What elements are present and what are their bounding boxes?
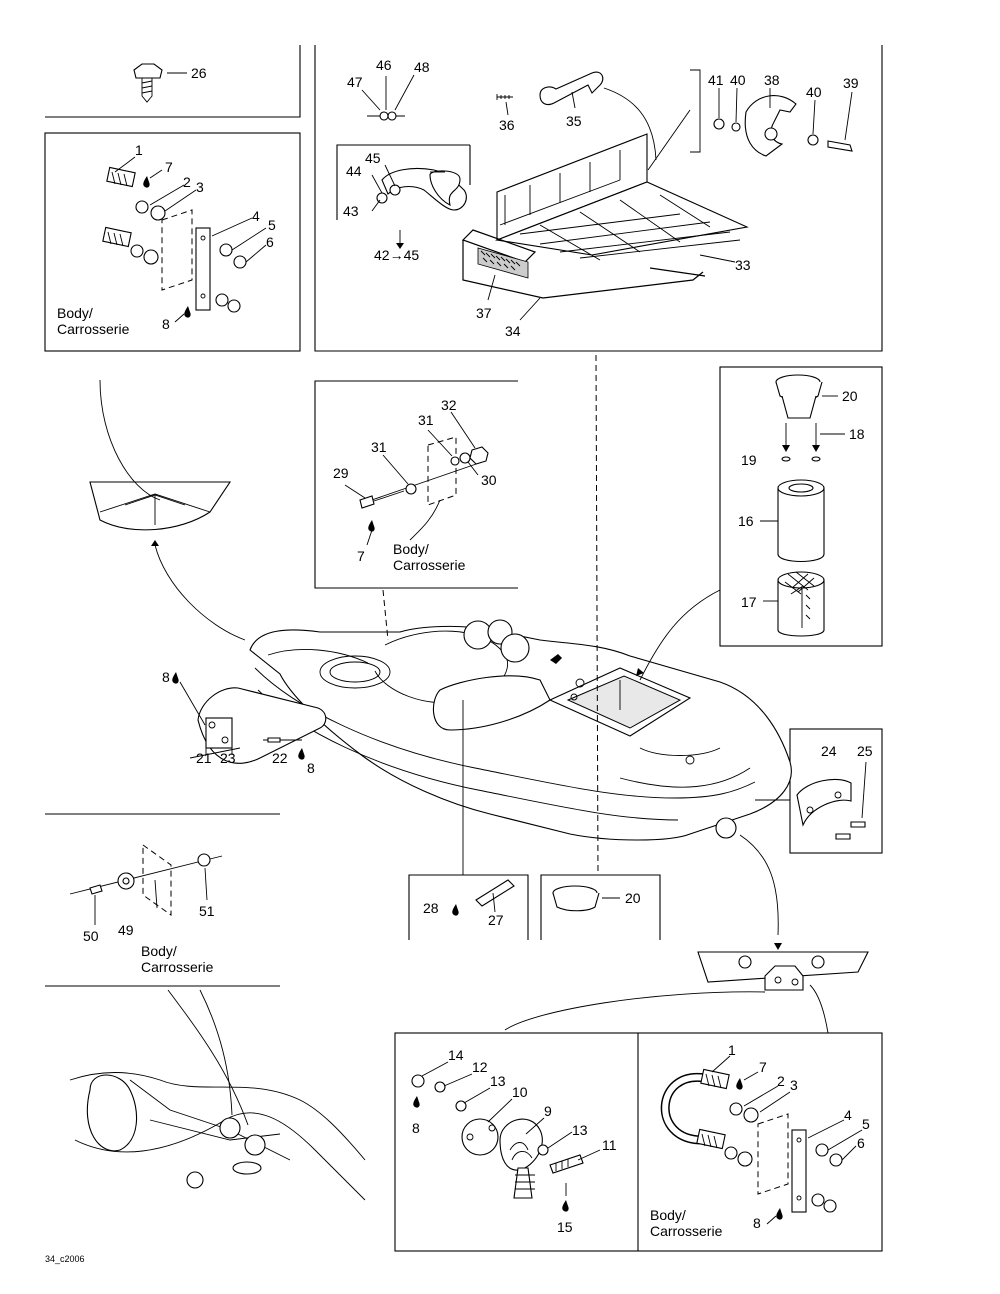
callout-3b: 3 bbox=[790, 1077, 798, 1093]
storage-rack-assembly: 46 47 48 36 35 45 44 43 42→45 bbox=[336, 57, 859, 339]
callout-2b: 2 bbox=[777, 1073, 785, 1089]
callout-48: 48 bbox=[414, 59, 430, 75]
callout-49: 49 bbox=[118, 922, 134, 938]
body-label-en: Body/ bbox=[57, 305, 93, 321]
callout-38: 38 bbox=[764, 72, 780, 88]
callout-46: 46 bbox=[376, 57, 392, 73]
callout-21: 21 bbox=[196, 750, 212, 766]
storage-bin-assembly: 20 18 19 16 17 bbox=[738, 374, 865, 637]
callout-29: 29 bbox=[333, 465, 349, 481]
callout-2: 2 bbox=[183, 174, 191, 190]
callout-27: 27 bbox=[488, 912, 504, 928]
callout-22: 22 bbox=[272, 750, 288, 766]
fastener-assembly-29-32: 29 31 31 32 30 7 Body/ Carrosserie bbox=[333, 397, 497, 573]
callout-50: 50 bbox=[83, 928, 99, 944]
callout-43: 43 bbox=[343, 203, 359, 219]
callout-20a: 20 bbox=[842, 388, 858, 404]
handle-assembly-left: 1 7 2 3 4 5 6 8 Body/ Carrosserie bbox=[57, 142, 276, 337]
callout-17: 17 bbox=[741, 594, 757, 610]
callout-28: 28 bbox=[423, 900, 439, 916]
body-label-fr: Carrosserie bbox=[57, 321, 130, 337]
callout-6: 6 bbox=[266, 234, 274, 250]
callout-12: 12 bbox=[472, 1059, 488, 1075]
callout-13b: 13 bbox=[572, 1122, 588, 1138]
callout-1: 1 bbox=[135, 142, 143, 158]
callout-39: 39 bbox=[843, 75, 859, 91]
callout-30: 30 bbox=[481, 472, 497, 488]
callout-8e: 8 bbox=[753, 1215, 761, 1231]
body-label-fr-3: Carrosserie bbox=[141, 959, 214, 975]
drain-plug-assembly: 14 12 13 10 9 13 11 8 15 bbox=[411, 1047, 617, 1235]
callout-10: 10 bbox=[512, 1084, 528, 1100]
body-label-en-3: Body/ bbox=[141, 943, 177, 959]
callout-9: 9 bbox=[544, 1103, 552, 1119]
screw-26: 26 bbox=[133, 63, 207, 103]
callout-3: 3 bbox=[196, 179, 204, 195]
callout-47: 47 bbox=[347, 74, 363, 90]
callout-4b: 4 bbox=[844, 1107, 852, 1123]
panel-27-28: 28 27 bbox=[423, 879, 515, 928]
handle-assembly-right: 1 7 2 3 4 5 6 8 Body/ Carrosserie bbox=[650, 1042, 870, 1239]
drawing-code: 34_c2006 bbox=[45, 1254, 85, 1264]
callout-6b: 6 bbox=[857, 1135, 865, 1151]
body-label-en-2: Body/ bbox=[393, 541, 429, 557]
callout-8: 8 bbox=[162, 316, 170, 332]
panel-20: 20 bbox=[552, 885, 641, 912]
body-label-fr-4: Carrosserie bbox=[650, 1223, 723, 1239]
callout-26: 26 bbox=[191, 65, 207, 81]
callout-31a: 31 bbox=[371, 439, 387, 455]
callout-25: 25 bbox=[857, 743, 873, 759]
rear-bracket-view bbox=[504, 951, 869, 1034]
callout-15: 15 bbox=[557, 1219, 573, 1235]
callout-11: 11 bbox=[602, 1137, 617, 1153]
body-label-fr-2: Carrosserie bbox=[393, 557, 466, 573]
callout-42-45: 42→45 bbox=[374, 247, 419, 263]
watercraft-hull: 8 21 23 22 8 bbox=[162, 619, 792, 841]
callout-34: 34 bbox=[505, 323, 521, 339]
callout-7b: 7 bbox=[357, 548, 365, 564]
callout-36: 36 bbox=[499, 117, 515, 133]
callout-19: 19 bbox=[741, 452, 757, 468]
callout-41: 41 bbox=[708, 72, 724, 88]
callout-4: 4 bbox=[252, 208, 260, 224]
panel-frames bbox=[44, 45, 883, 1252]
callout-51: 51 bbox=[199, 903, 215, 919]
fastener-49-51: 50 49 51 Body/ Carrosserie bbox=[69, 844, 223, 975]
callout-45: 45 bbox=[365, 150, 381, 166]
callout-32: 32 bbox=[441, 397, 457, 413]
callout-44: 44 bbox=[346, 163, 362, 179]
callout-7c: 7 bbox=[759, 1059, 767, 1075]
callout-5b: 5 bbox=[862, 1116, 870, 1132]
bracket-24-25: 24 25 bbox=[796, 743, 873, 840]
callout-40b: 40 bbox=[806, 84, 822, 100]
callout-8c: 8 bbox=[307, 760, 315, 776]
callout-40a: 40 bbox=[730, 72, 746, 88]
callout-35: 35 bbox=[566, 113, 582, 129]
body-label-en-4: Body/ bbox=[650, 1207, 686, 1223]
callout-23: 23 bbox=[220, 750, 236, 766]
leader-lines bbox=[382, 354, 790, 950]
callout-1b: 1 bbox=[728, 1042, 736, 1058]
callout-16: 16 bbox=[738, 513, 754, 529]
callout-20b: 20 bbox=[625, 890, 641, 906]
callout-37: 37 bbox=[476, 305, 492, 321]
callout-8b: 8 bbox=[162, 669, 170, 685]
callout-5: 5 bbox=[268, 217, 276, 233]
bow-detail bbox=[89, 379, 246, 641]
hull-side-view bbox=[69, 989, 366, 1201]
callout-8d: 8 bbox=[412, 1120, 420, 1136]
callout-18: 18 bbox=[849, 426, 865, 442]
callout-31b: 31 bbox=[418, 412, 434, 428]
callout-24: 24 bbox=[821, 743, 837, 759]
callout-33: 33 bbox=[735, 257, 751, 273]
callout-7: 7 bbox=[165, 159, 173, 175]
callout-13a: 13 bbox=[490, 1073, 506, 1089]
callout-14: 14 bbox=[448, 1047, 464, 1063]
